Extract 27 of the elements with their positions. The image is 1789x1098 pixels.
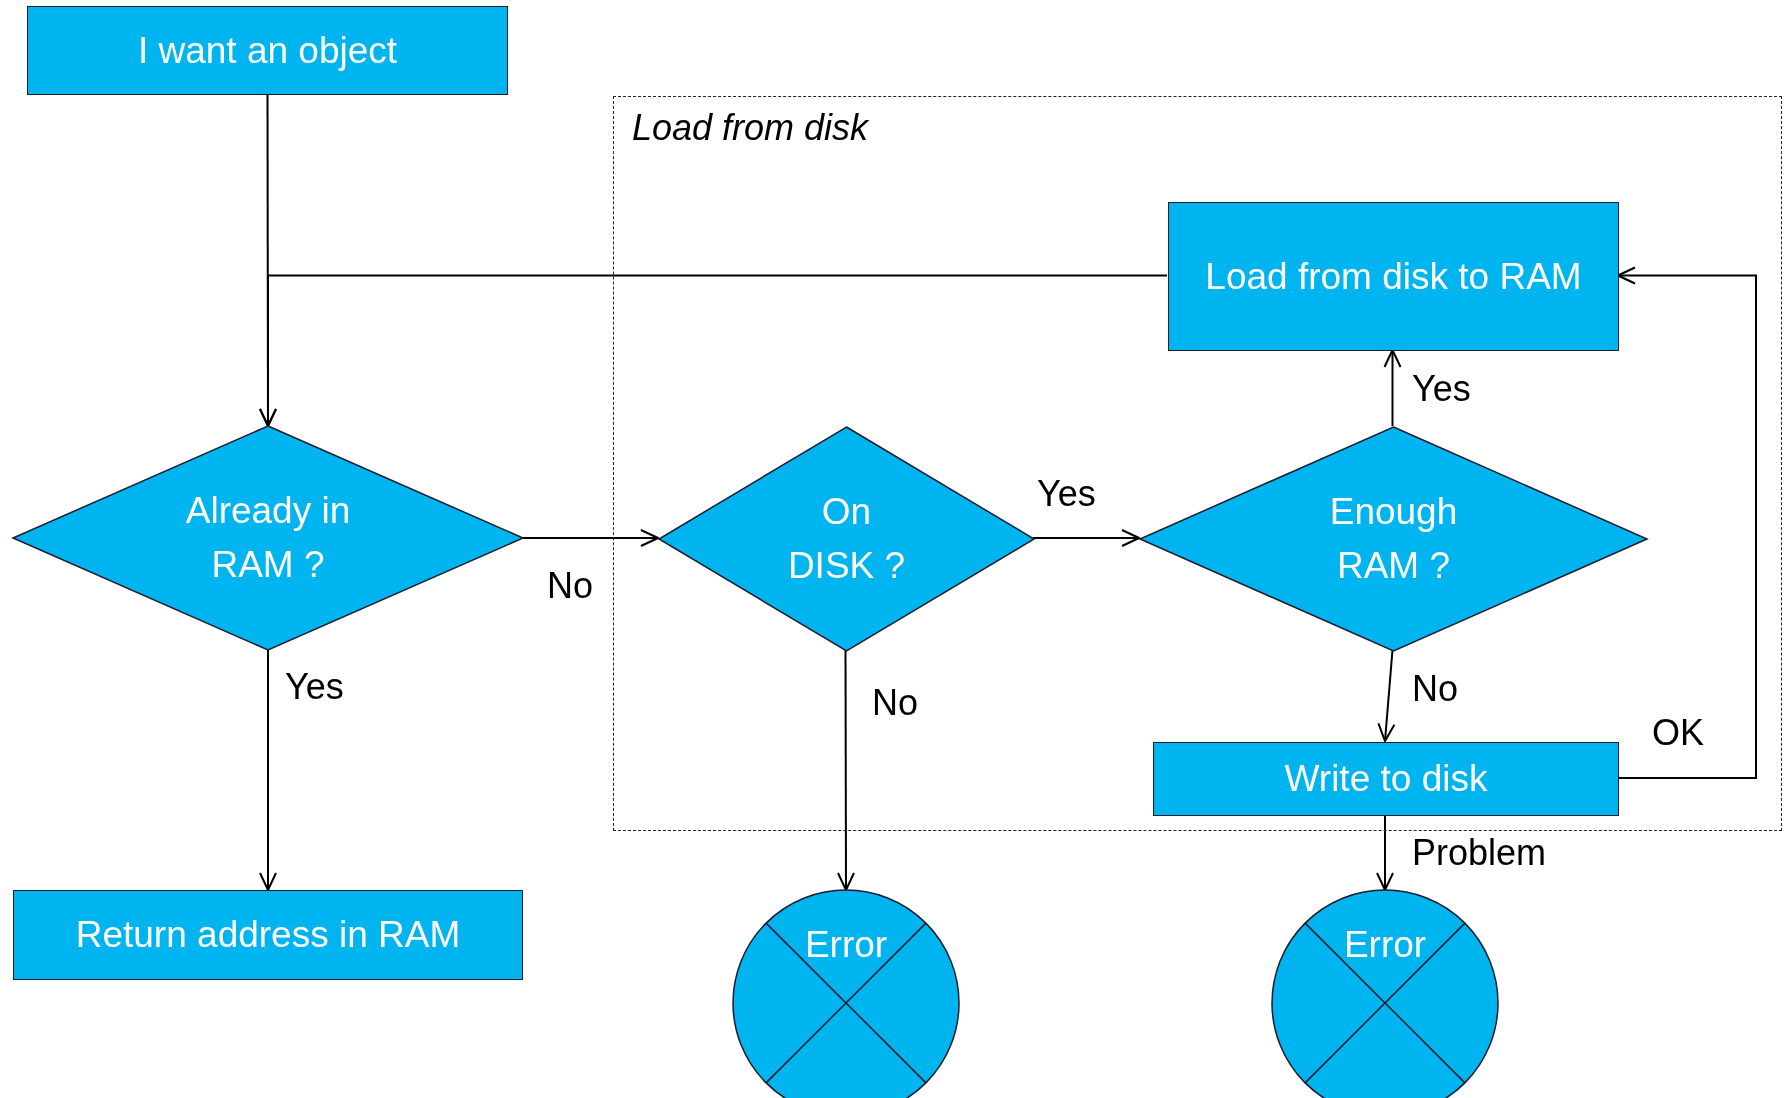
arrow bbox=[259, 274, 1168, 427]
group-title: Load from disk bbox=[632, 107, 869, 149]
arrow bbox=[836, 649, 855, 891]
node-label: On DISK ? bbox=[786, 490, 907, 588]
node-label: Enough RAM ? bbox=[1328, 490, 1459, 588]
node-label: Already in RAM ? bbox=[184, 489, 352, 587]
arrow bbox=[1617, 266, 1757, 779]
arrow bbox=[259, 649, 277, 891]
node-label: Write to disk bbox=[1284, 757, 1488, 802]
node-label: I want an object bbox=[137, 28, 398, 73]
arrow bbox=[1376, 814, 1394, 891]
group-frame bbox=[613, 96, 1782, 831]
process-box bbox=[27, 6, 508, 95]
process-box bbox=[1168, 202, 1619, 351]
node-label: Return address in RAM bbox=[75, 913, 461, 958]
decision-diamond bbox=[1140, 427, 1647, 651]
arrow bbox=[1032, 529, 1140, 547]
arrow bbox=[1377, 649, 1396, 742]
arrow bbox=[1383, 349, 1402, 427]
node-label: Error bbox=[1342, 923, 1428, 967]
decision-diamond bbox=[13, 426, 523, 650]
decision-diamond bbox=[659, 427, 1034, 651]
process-box bbox=[1153, 742, 1619, 816]
node-label: Error bbox=[803, 923, 889, 967]
node-label: Load from disk to RAM bbox=[1204, 254, 1583, 299]
process-box bbox=[13, 890, 523, 980]
arrow bbox=[522, 529, 659, 547]
